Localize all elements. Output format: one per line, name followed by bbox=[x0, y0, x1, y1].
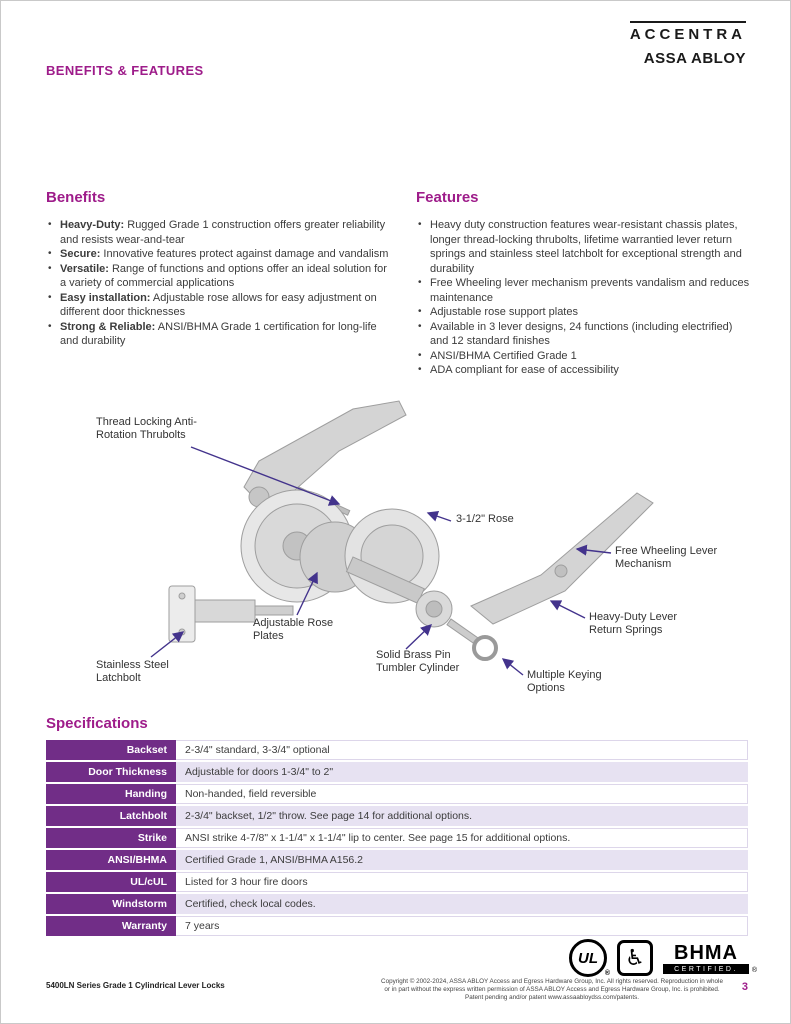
benefit-term: Heavy-Duty: bbox=[60, 219, 125, 231]
wheelchair-glyph: ♿ bbox=[625, 945, 645, 970]
page-title: BENEFITS & FEATURES bbox=[46, 63, 204, 78]
bhma-certified-logo: BHMA CERTIFIED. ® bbox=[663, 941, 757, 974]
feature-item: ADA compliant for ease of accessibility bbox=[416, 363, 753, 378]
footer-product-name: 5400LN Series Grade 1 Cylindrical Lever … bbox=[46, 981, 225, 990]
bhma-letters: BHMA bbox=[674, 941, 738, 964]
ul-letters: UL bbox=[578, 949, 598, 967]
copyright-line: Copyright © 2002-2024, ASSA ABLOY Access… bbox=[381, 978, 723, 985]
benefit-text: Adjustable rose allows for easy adjustme… bbox=[60, 291, 377, 319]
ul-listed-icon: UL ® bbox=[569, 939, 610, 977]
feature-text: ANSI/BHMA Certified Grade 1 bbox=[430, 349, 577, 362]
features-section: Features Heavy duty construction feature… bbox=[416, 189, 753, 378]
spec-label: UL/cUL bbox=[46, 872, 176, 892]
benefit-term: Versatile: bbox=[60, 262, 109, 275]
spec-value: Adjustable for doors 1-3/4" to 2" bbox=[176, 762, 748, 782]
feature-item: ANSI/BHMA Certified Grade 1 bbox=[416, 349, 753, 364]
benefits-list: Heavy-Duty: Rugged Grade 1 construction … bbox=[46, 218, 394, 349]
feature-item: Free Wheeling lever mechanism prevents v… bbox=[416, 276, 753, 305]
bhma-registered-mark: ® bbox=[751, 966, 757, 974]
benefits-heading: Benefits bbox=[46, 189, 106, 206]
spec-label: Latchbolt bbox=[46, 806, 176, 826]
benefits-section: Benefits Heavy-Duty: Rugged Grade 1 cons… bbox=[46, 189, 394, 349]
callout-lines bbox=[150, 446, 612, 676]
spec-value: Non-handed, field reversible bbox=[176, 784, 748, 804]
assa-abloy-logo: ASSA ABLOY bbox=[643, 50, 746, 67]
benefit-item: Secure: Innovative features protect agai… bbox=[46, 247, 394, 262]
benefit-text: Rugged Grade 1 construction offers great… bbox=[60, 219, 386, 246]
spec-value: 7 years bbox=[176, 916, 748, 936]
ada-accessibility-icon: ♿ bbox=[617, 940, 653, 976]
accentra-logo: ACCENTRA bbox=[629, 21, 746, 43]
feature-text: Available in 3 lever designs, 24 functio… bbox=[430, 320, 733, 348]
feature-item: Available in 3 lever designs, 24 functio… bbox=[416, 320, 753, 349]
benefit-item: Strong & Reliable: ANSI/BHMA Grade 1 cer… bbox=[46, 320, 394, 349]
benefit-item: Easy installation: Adjustable rose allow… bbox=[46, 291, 394, 320]
spec-label: Warranty bbox=[46, 916, 176, 936]
spec-label: Backset bbox=[46, 740, 176, 760]
ul-registered-mark: ® bbox=[604, 970, 610, 977]
spec-value: Certified, check local codes. bbox=[176, 894, 748, 914]
benefit-item: Versatile: Range of functions and option… bbox=[46, 262, 394, 291]
benefit-item: Heavy-Duty: Rugged Grade 1 construction … bbox=[46, 218, 394, 247]
spec-label: Windstorm bbox=[46, 894, 176, 914]
page-number: 3 bbox=[741, 981, 748, 993]
bhma-certified-bar: CERTIFIED. bbox=[663, 963, 749, 974]
brand-block: ACCENTRA ASSA ABLOY bbox=[629, 21, 746, 67]
exploded-lock-diagram: Thread Locking Anti-Rotation Thrubolts 3… bbox=[1, 399, 790, 717]
specifications-heading: Specifications bbox=[46, 715, 148, 732]
benefit-term: Strong & Reliable: bbox=[60, 320, 156, 333]
benefit-text: Range of functions and options offer an … bbox=[60, 262, 387, 290]
spec-label: Handing bbox=[46, 784, 176, 804]
spec-label: Strike bbox=[46, 828, 176, 848]
lock-illustration bbox=[150, 400, 654, 676]
spec-value: 2-3/4" standard, 3-3/4" optional bbox=[176, 740, 748, 760]
benefit-term: Secure: bbox=[60, 248, 101, 260]
feature-text: Heavy duty construction features wear-re… bbox=[430, 219, 742, 275]
feature-text: Free Wheeling lever mechanism prevents v… bbox=[430, 277, 750, 304]
spec-label: ANSI/BHMA bbox=[46, 850, 176, 870]
spec-value: ANSI strike 4-7/8" x 1-1/4" x 1-1/4" lip… bbox=[176, 828, 748, 848]
features-heading: Features bbox=[416, 189, 479, 206]
spec-value: Certified Grade 1, ANSI/BHMA A156.2 bbox=[176, 850, 748, 870]
benefit-term: Easy installation: bbox=[60, 291, 151, 304]
feature-text: ADA compliant for ease of accessibility bbox=[430, 364, 619, 376]
feature-item: Adjustable rose support plates bbox=[416, 305, 753, 320]
benefit-text: ANSI/BHMA Grade 1 certification for long… bbox=[60, 320, 377, 348]
certification-badges: UL ® ♿ BHMA CERTIFIED. ® bbox=[569, 939, 757, 977]
copyright-line: Patent pending and/or patent www.assaabl… bbox=[465, 994, 639, 1002]
feature-text: Adjustable rose support plates bbox=[430, 306, 578, 318]
spec-label: Door Thickness bbox=[46, 762, 176, 782]
features-list: Heavy duty construction features wear-re… bbox=[416, 218, 753, 378]
benefit-text: Innovative features protect against dama… bbox=[100, 248, 389, 260]
spec-value: 2-3/4" backset, 1/2" throw. See page 14 … bbox=[176, 806, 748, 826]
footer-copyright: Copyright © 2002-2024, ASSA ABLOY Access… bbox=[376, 978, 728, 1003]
copyright-line: or in part without the express written p… bbox=[384, 986, 720, 994]
spec-value: Listed for 3 hour fire doors bbox=[176, 872, 748, 892]
feature-item: Heavy duty construction features wear-re… bbox=[416, 218, 753, 276]
